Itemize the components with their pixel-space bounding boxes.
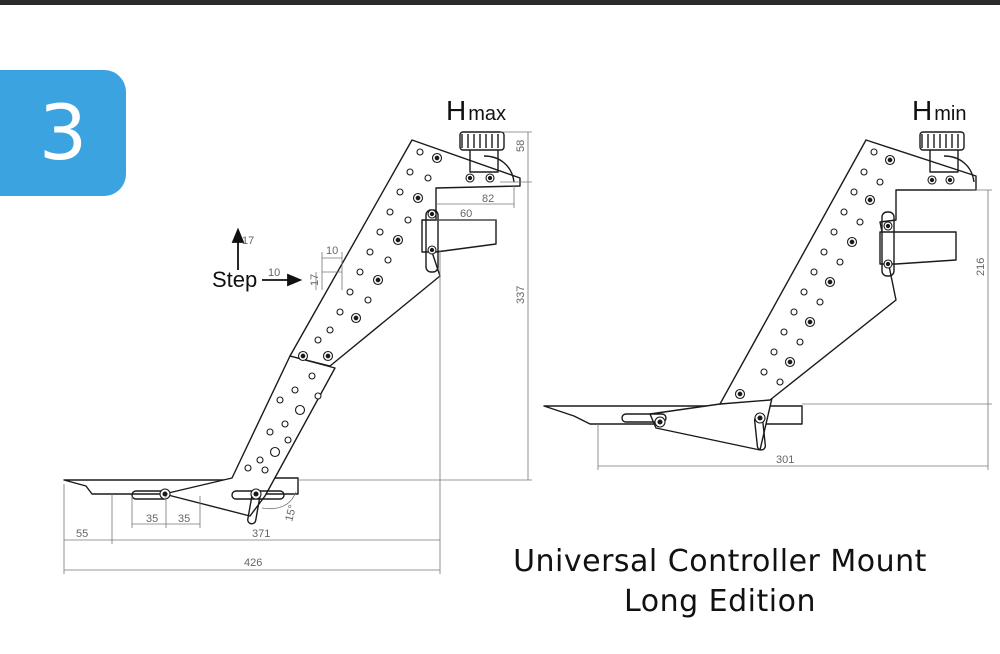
title-line-2: Long Edition [624, 584, 816, 619]
dimension-lines [63, 131, 992, 574]
step-label: Step [212, 267, 257, 292]
dim-step-up: 17 [242, 235, 254, 247]
left-upper-arm [289, 139, 521, 367]
left-clamp-knob [459, 131, 515, 183]
dim-371: 371 [252, 528, 270, 540]
dim-55: 55 [76, 528, 88, 540]
right-holes [654, 148, 955, 428]
dimension-labels: 58 82 60 337 17 10 10 17 35 35 15° 55 37… [76, 140, 987, 569]
dim-301: 301 [776, 454, 794, 466]
right-slot [621, 413, 667, 423]
dim-58: 58 [515, 140, 527, 152]
title-line-1: Universal Controller Mount [513, 544, 927, 579]
product-title: Universal Controller Mount Long Edition [470, 542, 970, 622]
dim-step-right: 10 [268, 267, 280, 279]
dim-216: 216 [975, 258, 987, 276]
left-holes [159, 148, 495, 500]
dim-35-b: 35 [178, 513, 190, 525]
right-upper-arm [719, 139, 977, 405]
dim-82: 82 [482, 193, 494, 205]
dim-grid-17: 17 [309, 274, 321, 286]
dim-426: 426 [244, 557, 262, 569]
step-badge: 3 [0, 70, 126, 196]
dim-35-a: 35 [146, 513, 158, 525]
left-lower-arm [163, 355, 336, 517]
dim-60: 60 [460, 208, 472, 220]
dim-angle: 15° [283, 504, 299, 523]
right-lower-arm [649, 397, 773, 451]
step-number: 3 [38, 88, 88, 177]
top-bar [0, 0, 1000, 5]
dim-grid-10: 10 [326, 245, 338, 257]
step-arrows [231, 227, 303, 287]
right-clamp-knob [919, 131, 975, 183]
right-bracket-slot [881, 211, 895, 277]
dim-337: 337 [515, 286, 527, 304]
right-bracket [879, 231, 957, 265]
